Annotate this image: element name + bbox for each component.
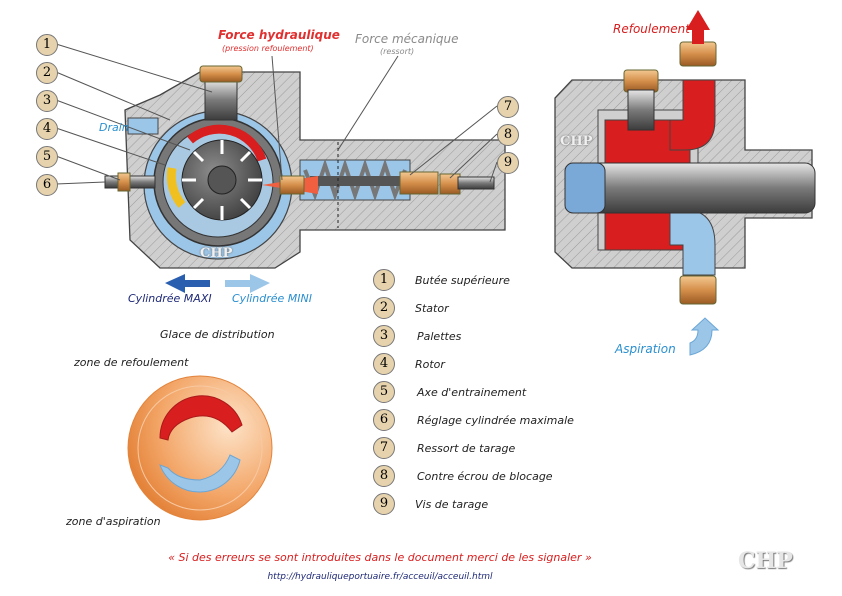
outlet-arrow — [686, 10, 710, 44]
legend-number: 2 — [373, 297, 395, 319]
legend-text: Rotor — [415, 357, 445, 371]
plate-disc — [127, 375, 273, 521]
brand-chp-corner: CHP — [738, 548, 793, 574]
legend-number: 5 — [373, 381, 395, 403]
brand-chp-left: CHP — [200, 246, 233, 261]
legend-text: Axe d'entrainement — [417, 385, 527, 399]
legend-number: 4 — [373, 353, 395, 375]
legend-text: Butée supérieure — [415, 273, 510, 287]
footer-url[interactable]: http://hydrauliqueportuaire.fr/acceuil/a… — [267, 572, 493, 582]
max-adjust-nut — [117, 172, 131, 192]
legend-number: 8 — [373, 465, 395, 487]
piston — [279, 175, 305, 195]
legend-text: Ressort de tarage — [417, 441, 516, 455]
vanes — [182, 140, 262, 220]
pressure-zone — [187, 124, 267, 162]
right-pump-section — [554, 10, 816, 356]
label-drain: Drain — [99, 121, 129, 134]
label-pression-refoulement: (pression refoulement) — [222, 44, 314, 53]
callout-3: 3 — [36, 90, 58, 112]
legend-item: 2 Stator — [373, 297, 449, 319]
drive-shaft-end — [207, 165, 237, 195]
legend-text: Réglage cylindrée maximale — [417, 413, 574, 427]
callout-4: 4 — [36, 118, 58, 140]
legend-text: Vis de tarage — [415, 497, 489, 511]
label-cylindree-mini: Cylindrée MINI — [232, 292, 313, 305]
plate-ring — [137, 385, 263, 511]
callout-number: 8 — [497, 124, 519, 146]
inlet-fitting — [679, 275, 717, 305]
legend-item: 3 Palettes — [373, 325, 461, 347]
legend-item: 1 Butée supérieure — [373, 269, 510, 291]
distribution-title: Glace de distribution — [160, 328, 275, 341]
outlet-channel — [669, 79, 716, 151]
label-force-hydraulique: Force hydraulique — [218, 28, 340, 42]
legend-text: Stator — [415, 301, 449, 315]
legend-number: 1 — [373, 269, 395, 291]
upper-stop-nut — [199, 65, 243, 83]
callout-6: 6 — [36, 174, 58, 196]
callout-number: 6 — [36, 174, 58, 196]
callout-1: 1 — [36, 34, 58, 56]
spring-cap — [399, 171, 439, 195]
adjust-screw — [457, 176, 495, 190]
shaft-end — [564, 162, 606, 214]
callout-number: 2 — [36, 62, 58, 84]
callout-number: 7 — [497, 96, 519, 118]
legend-text: Contre écrou de blocage — [417, 469, 553, 483]
legend-number: 3 — [373, 325, 395, 347]
upper-stop-nut-side — [623, 69, 659, 93]
inlet-arrow — [689, 317, 720, 356]
label-zone-aspiration: zone d'aspiration — [66, 515, 161, 528]
upper-stop-stem — [204, 79, 238, 121]
callout-number: 1 — [36, 34, 58, 56]
legend-item: 8 Contre écrou de blocage — [373, 465, 553, 487]
label-ressort: (ressort) — [380, 47, 415, 56]
calibration-spring — [303, 158, 407, 202]
drain-port — [127, 117, 159, 135]
callout-number: 9 — [497, 152, 519, 174]
legend-item: 7 Ressort de tarage — [373, 437, 515, 459]
spring-guide — [310, 176, 400, 186]
suction-kidney — [159, 454, 241, 493]
callout-2: 2 — [36, 62, 58, 84]
label-force-mecanique: Force mécanique — [355, 32, 459, 46]
callout-7: 7 — [497, 96, 519, 118]
brand-chp-right: CHP — [560, 134, 593, 149]
callout-5: 5 — [36, 146, 58, 168]
lock-nut — [439, 173, 461, 195]
label-zone-refoulement: zone de refoulement — [74, 356, 189, 369]
outlet-fitting — [679, 41, 717, 67]
distribution-plate — [127, 375, 273, 521]
legend-item: 9 Vis de tarage — [373, 493, 488, 515]
label-aspiration-right: Aspiration — [615, 342, 676, 356]
upper-stop-stem-side — [627, 89, 655, 131]
callout-8: 8 — [497, 124, 519, 146]
legend-number: 7 — [373, 437, 395, 459]
footer-notice: « Si des erreurs se sont introduites dan… — [168, 551, 592, 564]
pressure-kidney — [159, 395, 243, 441]
suction-zone — [166, 167, 186, 208]
legend-item: 6 Réglage cylindrée maximale — [373, 409, 574, 431]
callout-number: 5 — [36, 146, 58, 168]
cylindree-maxi-arrow — [165, 274, 210, 293]
callout-number: 3 — [36, 90, 58, 112]
label-refoulement-right: Refoulement — [613, 22, 690, 36]
legend-number: 9 — [373, 493, 395, 515]
leader-lines — [55, 43, 498, 185]
legend-item: 4 Rotor — [373, 353, 445, 375]
cylindree-mini-arrow — [225, 274, 270, 293]
left-pump-section — [104, 65, 506, 269]
legend-number: 6 — [373, 409, 395, 431]
callout-9: 9 — [497, 152, 519, 174]
label-cylindree-maxi: Cylindrée MAXI — [128, 292, 212, 305]
legend-item: 5 Axe d'entrainement — [373, 381, 526, 403]
callout-number: 4 — [36, 118, 58, 140]
legend-text: Palettes — [417, 329, 462, 343]
